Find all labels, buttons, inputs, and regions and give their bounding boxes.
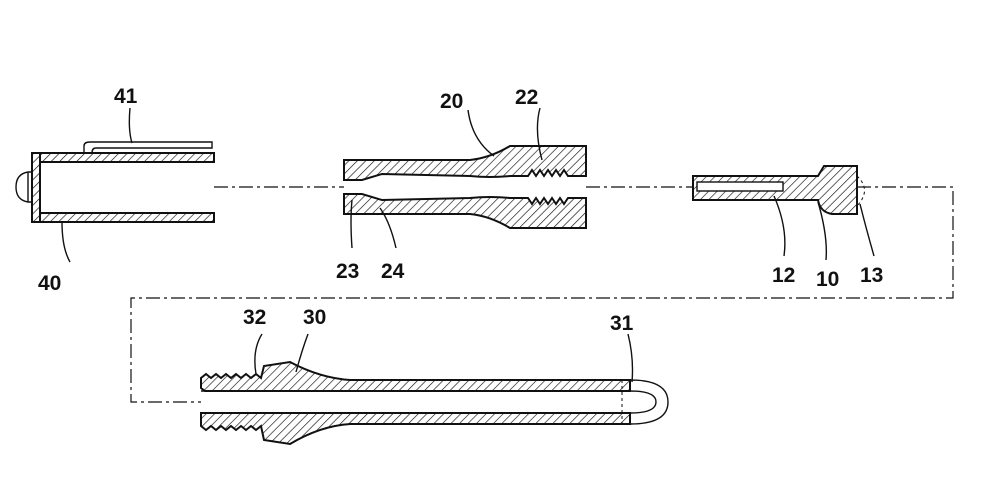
label-20: 20 [440, 90, 463, 113]
label-22: 22 [515, 86, 538, 109]
label-40: 40 [38, 272, 61, 295]
label-13: 13 [860, 264, 883, 287]
coupling-part-20 [344, 146, 586, 228]
leader-lines [62, 108, 874, 382]
label-31: 31 [610, 312, 634, 335]
label-12: 12 [772, 264, 795, 287]
cap-part-40 [16, 142, 214, 222]
label-23: 23 [336, 260, 359, 283]
tube-part-30 [201, 362, 668, 444]
label-10: 10 [816, 268, 839, 291]
label-41: 41 [114, 85, 138, 108]
label-24: 24 [381, 260, 405, 283]
label-32: 32 [243, 306, 266, 329]
label-30: 30 [303, 306, 326, 329]
